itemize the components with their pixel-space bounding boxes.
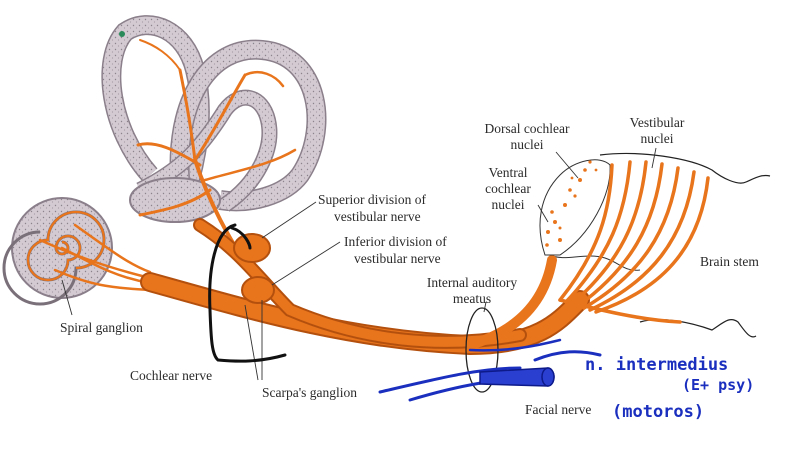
handwritten-intermedius-note: (E+ psy) xyxy=(682,376,755,394)
scarpas-ganglion-label: Scarpa's ganglion xyxy=(262,385,358,400)
ventral-cochlear-label-line2: cochlear xyxy=(485,181,531,196)
internal-meatus-label-line2: meatus xyxy=(452,291,492,306)
inferior-division-label-line2: vestibular nerve xyxy=(354,251,441,266)
handwritten-motoros: (motoros) xyxy=(612,402,705,422)
ventral-cochlear-label-line1: Ventral xyxy=(488,165,528,180)
vestibular-nuclei-label-line2: nuclei xyxy=(640,131,674,146)
cochlear-nerve-label: Cochlear nerve xyxy=(130,368,213,383)
spiral-ganglion-label: Spiral ganglion xyxy=(60,320,143,335)
superior-division-label-line2: vestibular nerve xyxy=(334,209,421,224)
superior-division-label-line1: Superior division of xyxy=(318,192,426,207)
vestibular-nuclei-fibers xyxy=(558,160,710,324)
internal-meatus-label-line1: Internal auditory xyxy=(426,275,518,290)
scarpas-ganglion xyxy=(233,233,275,304)
dorsal-cochlear-label-line2: nuclei xyxy=(510,137,544,152)
ventral-cochlear-label-line3: nuclei xyxy=(491,197,525,212)
leader-lines xyxy=(61,147,657,381)
vestibular-nuclei-label-line1: Vestibular xyxy=(629,115,685,130)
handdrawn-bracket xyxy=(208,223,287,363)
inferior-division-label-line1: Inferior division of xyxy=(344,234,447,249)
brain-stem-boundary xyxy=(549,254,641,271)
cochlea xyxy=(2,197,113,306)
facial-nerve xyxy=(378,338,602,402)
dorsal-cochlear-label-line1: Dorsal cochlear xyxy=(484,121,570,136)
semicircular-canals xyxy=(101,15,327,223)
vestibular-nerve-branches xyxy=(136,39,297,272)
handwritten-intermedius: n. intermedius xyxy=(585,355,729,375)
facial-nerve-label: Facial nerve xyxy=(525,402,592,417)
brain-stem-label: Brain stem xyxy=(700,254,759,269)
